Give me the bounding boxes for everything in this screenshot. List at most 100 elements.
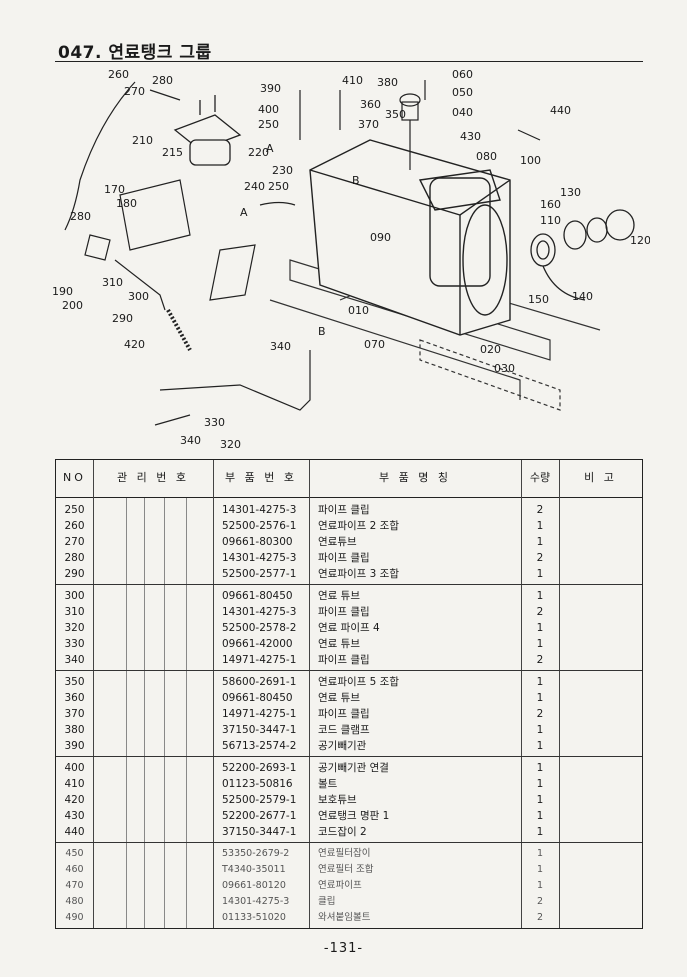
row-part-no: 56713-2574-2 [222,740,297,752]
row-part-no: 01123-50816 [222,778,293,790]
filler-neck [530,209,635,301]
table-row: 390 56713-2574-2 공기빼기관 1 [56,738,642,754]
column-divider [213,460,214,928]
title-rule [55,61,643,62]
header-part-name: 부 품 명 칭 [379,471,451,484]
callout-label: 110 [540,214,561,227]
row-part-name: 연료 튜브 [318,638,360,650]
row-no: 310 [64,606,85,618]
row-no: 370 [64,708,85,720]
row-part-no: 52200-2677-1 [222,810,297,822]
table-row: 450 53350-2679-2 연료필터잡이 1 [56,846,642,862]
callout-label: 220 [248,146,269,159]
table-row: 480 14301-4275-3 클립 2 [56,894,642,910]
callout-label: 200 [62,299,83,312]
row-no: 480 [65,896,84,907]
callout-label: 340 [270,340,291,353]
row-qty: 1 [536,520,544,532]
row-no: 380 [64,724,85,736]
row-part-name: 연료파이프 3 조합 [318,568,399,580]
row-part-no: 52500-2577-1 [222,568,297,580]
row-qty: 1 [536,590,544,602]
row-qty: 2 [536,504,544,516]
table-row: 300 09661-80450 연료 튜브 1 [56,588,642,604]
row-part-no: 09661-80450 [222,692,293,704]
filter-bracket [84,179,256,301]
row-part-no: 01133-51020 [222,912,286,923]
callout-label: 350 [385,108,406,121]
callout-label: 400 [258,103,279,116]
table-row: 400 52200-2693-1 공기빼기관 연결 1 [56,760,642,776]
callout-label: 370 [358,118,379,131]
row-part-name: 코드 클램프 [318,724,370,736]
header-mgmt-no: 관 리 번 호 [117,471,189,484]
row-no: 470 [65,880,84,891]
row-qty: 1 [536,724,544,736]
header-no: NO [63,471,86,484]
callout-label: 230 [272,164,293,177]
row-part-name: 연료 튜브 [318,590,360,602]
row-qty: 1 [536,638,544,650]
exploded-parts-diagram: 260 280 270 390 410 380 060 050 400 360 … [52,68,650,451]
table-row: 280 14301-4275-3 파이프 클립 2 [56,550,642,566]
row-no: 360 [64,692,85,704]
callout-label: 070 [364,338,385,351]
fuel-lines [64,81,311,426]
column-divider [559,460,560,928]
row-part-no: 37150-3447-1 [222,826,297,838]
row-part-name: 클립 [318,896,336,907]
row-part-name: 연료필터 조합 [318,864,374,875]
callout-label: 250 [258,118,279,131]
row-part-no: 53350-2679-2 [222,848,290,859]
group-separator [56,670,642,671]
callout-label: 310 [102,276,123,289]
fuel-tank [309,139,511,336]
callout-label: 300 [128,290,149,303]
row-no: 270 [64,536,85,548]
row-no: 420 [64,794,85,806]
page-title: 047. 연료탱크 그룹 [58,43,212,63]
row-part-name: 공기빼기관 연결 [318,762,389,774]
callout-label: 150 [528,293,549,306]
row-no: 400 [64,762,85,774]
column-divider [164,498,165,928]
callout-label: 160 [540,198,561,211]
callout-label: 320 [220,438,241,451]
row-qty: 1 [536,794,544,806]
row-no: 250 [64,504,85,516]
row-part-no: 14301-4275-3 [222,606,297,618]
callout-label: 060 [452,68,473,81]
callout-label: 330 [204,416,225,429]
row-no: 260 [64,520,85,532]
callout-label: 440 [550,104,571,117]
row-qty: 2 [536,912,544,923]
row-no: 320 [64,622,85,634]
callout-label: 290 [112,312,133,325]
row-qty: 2 [536,606,544,618]
row-qty: 1 [536,622,544,634]
group-separator [56,756,642,757]
row-part-name: 연료파이프 5 조합 [318,676,399,688]
callout-label: 280 [70,210,91,223]
callout-label: 080 [476,150,497,163]
row-qty: 1 [536,810,544,822]
callout-label: 030 [494,362,515,375]
row-part-no: 14971-4275-1 [222,654,297,666]
row-qty: 2 [536,708,544,720]
header-qty: 수량 [529,471,551,484]
table-row: 250 14301-4275-3 파이프 클립 2 [56,502,642,518]
callout-label: 190 [52,285,73,298]
row-part-no: 14301-4275-3 [222,504,297,516]
table-row: 410 01123-50816 볼트 1 [56,776,642,792]
page-number: -131- [323,941,364,956]
row-qty: 1 [536,880,544,891]
callout-label: 100 [520,154,541,167]
callout-label: 020 [480,343,501,356]
column-divider [309,460,310,928]
callout-label: 210 [132,134,153,147]
protect-tube [166,309,192,351]
row-part-name: 연료튜브 [318,536,357,548]
table-row: 370 14971-4275-1 파이프 클립 2 [56,706,642,722]
row-no: 330 [64,638,85,650]
callout-label: 170 [104,183,125,196]
